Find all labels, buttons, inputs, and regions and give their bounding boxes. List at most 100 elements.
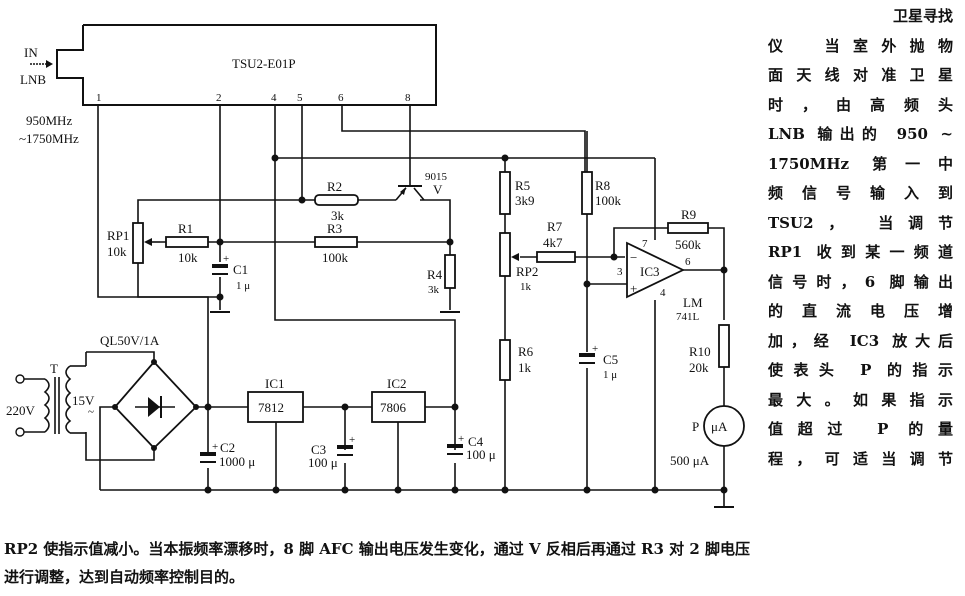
description-line: 面天线对准卫星 <box>768 66 953 84</box>
v-transistor: 9015 V <box>395 171 448 201</box>
svg-text:+: + <box>592 343 598 355</box>
description-side-column: 卫星寻找 仪 当室外抛物 面天线对准卫星 时，由高频头 LNB 输出的 950 … <box>768 2 953 474</box>
input-arrow-icon <box>46 60 53 68</box>
input-terminal-icon <box>15 427 25 437</box>
ic2-regulator: IC2 7806 <box>371 376 426 423</box>
description-line: RP1 收到某一频道 <box>768 243 953 261</box>
article-title: 卫星寻找 <box>892 7 953 25</box>
svg-text:+: + <box>458 433 464 445</box>
meter-p: μA P 500 μA <box>670 405 745 468</box>
tsu2-module: TSU2-E01P 1 2 4 5 6 8 <box>56 24 437 106</box>
svg-text:15V: 15V <box>72 393 95 408</box>
svg-text:R7: R7 <box>547 219 563 234</box>
svg-text:T: T <box>50 361 58 376</box>
description-line: 最大。如果指示 <box>768 390 953 409</box>
c4-capacitor: + C4 100 μ <box>447 433 496 462</box>
svg-text:500 μA: 500 μA <box>670 453 710 468</box>
svg-text:3: 3 <box>617 266 623 278</box>
r7-resistor: R7 4k7 <box>536 219 576 263</box>
r8-resistor: R8 100k <box>581 171 622 215</box>
ground-symbols <box>210 311 734 508</box>
svg-text:1 μ: 1 μ <box>236 280 250 292</box>
pin-8-label: 8 <box>405 92 411 104</box>
svg-text:1 μ: 1 μ <box>603 369 617 381</box>
svg-text:100k: 100k <box>595 193 622 208</box>
rp2-potentiometer: RP2 1k <box>499 232 538 293</box>
r10-resistor: R10 20k <box>689 324 730 375</box>
description-line: 加，经 IC3 放大后 <box>768 331 953 350</box>
description-line: RP2 使指示值减小。当本振频率漂移时，8 脚 AFC 输出电压发生变化，通过 … <box>4 540 751 558</box>
svg-text:P: P <box>692 419 699 434</box>
r4-resistor: R4 3k <box>427 254 456 296</box>
svg-text:7812: 7812 <box>258 400 284 415</box>
pin-6-label: 6 <box>338 92 344 104</box>
svg-text:R10: R10 <box>689 344 711 359</box>
svg-text:100 μ: 100 μ <box>308 455 338 470</box>
svg-text:μA: μA <box>711 419 728 434</box>
svg-text:3k9: 3k9 <box>515 193 535 208</box>
svg-text:220V: 220V <box>6 403 36 418</box>
svg-text:IC1: IC1 <box>265 376 285 391</box>
svg-text:1k: 1k <box>520 281 532 293</box>
svg-text:QL50V/1A: QL50V/1A <box>100 333 160 348</box>
svg-text:10k: 10k <box>178 250 198 265</box>
rp1-potentiometer: RP1 10k <box>107 222 160 264</box>
pin-4-label: 4 <box>271 92 277 104</box>
r3-resistor: R3 100k <box>314 221 358 265</box>
svg-text:560k: 560k <box>675 237 702 252</box>
svg-text:10k: 10k <box>107 244 127 259</box>
svg-text:7806: 7806 <box>380 400 407 415</box>
svg-text:+: + <box>223 253 229 265</box>
svg-text:C1: C1 <box>233 262 248 277</box>
transformer-t: T 220V 15V ~ <box>6 361 95 437</box>
description-line: 仪 当室外抛物 <box>768 36 953 55</box>
description-line: LNB 输出的 950 ~ <box>768 125 953 143</box>
svg-text:20k: 20k <box>689 360 709 375</box>
svg-text:1000 μ: 1000 μ <box>219 454 255 469</box>
svg-text:3k: 3k <box>428 284 440 296</box>
svg-text:−: − <box>630 250 637 265</box>
svg-text:IC3: IC3 <box>640 264 660 279</box>
svg-text:+: + <box>212 441 218 453</box>
svg-text:4k7: 4k7 <box>543 235 563 250</box>
svg-text:~: ~ <box>88 406 94 418</box>
description-line: 进行调整，达到自动频率控制目的。 <box>4 568 245 586</box>
svg-text:4: 4 <box>660 287 666 299</box>
r5-resistor: R5 3k9 <box>499 171 535 215</box>
c1-capacitor: + C1 1 μ <box>212 253 250 292</box>
svg-text:C2: C2 <box>220 440 235 455</box>
bridge-rectifier: QL50V/1A <box>100 333 199 451</box>
input-terminal-icon <box>15 374 25 384</box>
svg-text:7: 7 <box>642 238 648 250</box>
svg-text:100 μ: 100 μ <box>466 447 496 462</box>
junction-dots <box>204 154 728 494</box>
svg-text:R8: R8 <box>595 178 610 193</box>
svg-text:+: + <box>349 434 355 446</box>
description-line: 频信号输入到 <box>768 184 953 202</box>
description-line: 的直流电压增 <box>768 302 953 320</box>
svg-text:IC2: IC2 <box>387 376 407 391</box>
svg-text:+: + <box>630 281 637 296</box>
module-name: TSU2-E01P <box>232 56 296 71</box>
lnb-input: IN LNB 950MHz ~1750MHz <box>19 45 79 146</box>
svg-text:1k: 1k <box>518 360 532 375</box>
description-line: 程，可适当调节 <box>768 449 953 468</box>
svg-text:RP2: RP2 <box>516 264 538 279</box>
svg-text:3k: 3k <box>331 208 345 223</box>
svg-text:C4: C4 <box>468 434 484 449</box>
svg-text:R6: R6 <box>518 344 534 359</box>
description-line: 1750MHz 第一中 <box>768 154 953 173</box>
circuit-schematic: TSU2-E01P 1 2 4 5 6 8 IN LNB 950MHz ~175… <box>6 24 745 508</box>
svg-text:V: V <box>433 182 443 197</box>
svg-text:R2: R2 <box>327 179 342 194</box>
svg-text:9015: 9015 <box>425 171 448 183</box>
svg-text:741L: 741L <box>676 311 700 323</box>
pin-1-label: 1 <box>96 92 102 104</box>
lnb-label: LNB <box>20 72 46 87</box>
ic3-opamp: − + IC3 7 3 6 4 LM 741L <box>617 238 703 323</box>
svg-text:R5: R5 <box>515 178 530 193</box>
svg-text:6: 6 <box>685 256 691 268</box>
c3-capacitor: + C3 100 μ <box>308 434 355 470</box>
in-label: IN <box>24 45 38 60</box>
svg-text:LM: LM <box>683 295 703 310</box>
